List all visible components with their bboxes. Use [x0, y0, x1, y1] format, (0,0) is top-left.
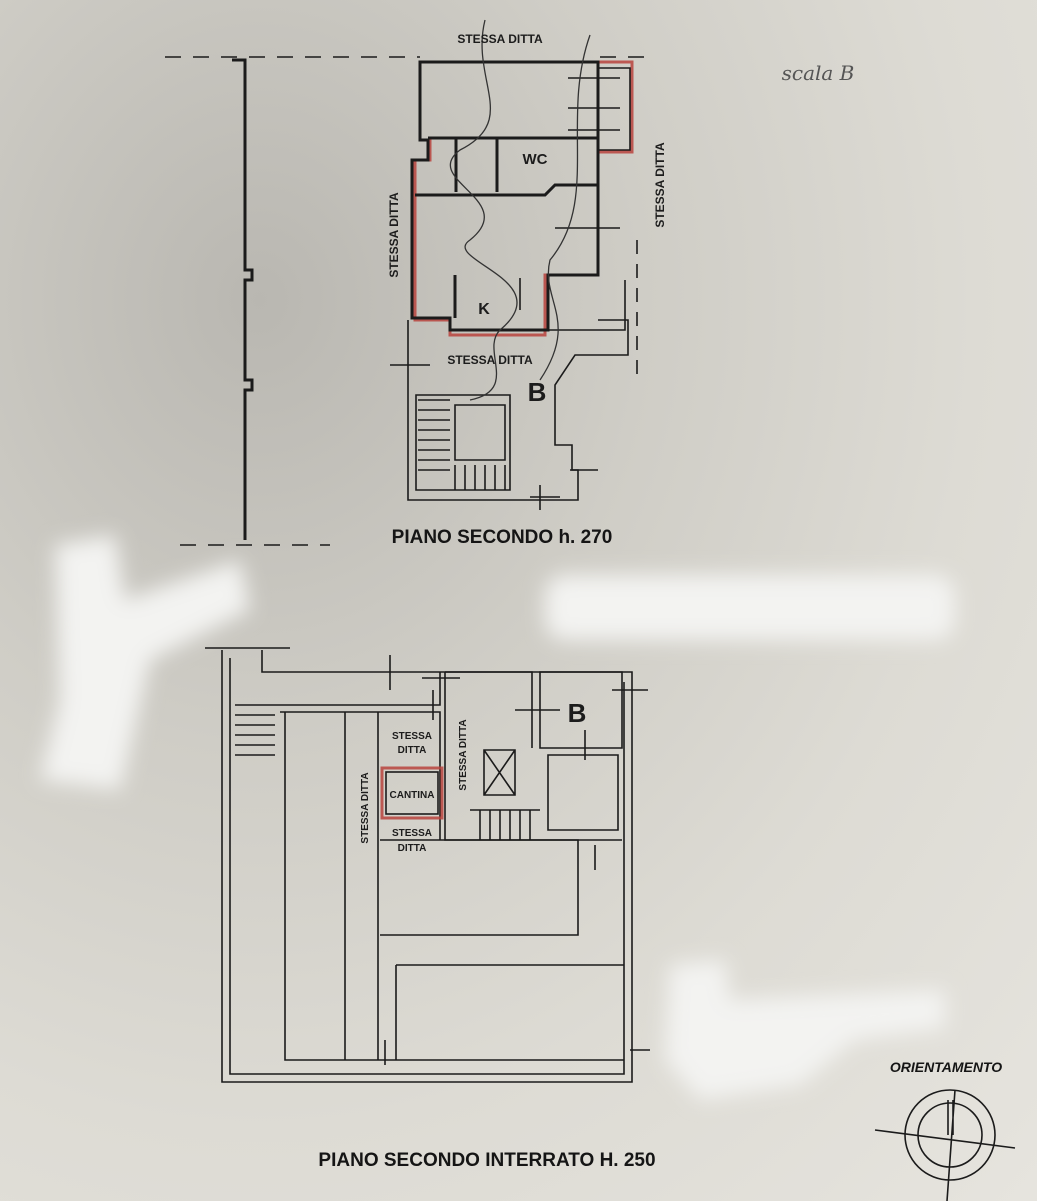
- balcony: [598, 67, 631, 151]
- redaction-blur: [40, 535, 955, 1100]
- cantina-outline: [380, 766, 444, 820]
- lower-floor-plan: STESSA DITTA CANTINA STESSA DITTA STESSA…: [205, 647, 656, 1171]
- room-label-wc: WC: [523, 151, 548, 168]
- label-stessa-above: STESSA: [392, 731, 432, 742]
- elevator-shaft: [483, 749, 516, 796]
- compass-north-arrow-icon: [874, 1089, 1016, 1201]
- tick-marks-lower: [384, 655, 650, 1065]
- label-stessa-ditta-bottom: STESSA DITTA: [447, 353, 533, 367]
- label-stessa-below: STESSA: [392, 828, 432, 839]
- stair-letter-b: B: [528, 377, 547, 407]
- label-stessa-ditta-left: STESSA DITTA: [387, 192, 401, 278]
- stair-steps: [418, 399, 506, 490]
- unit-outline: [413, 60, 634, 337]
- signature-scribble: [449, 19, 518, 401]
- unit-walls: [410, 60, 600, 332]
- core-walls: [444, 671, 623, 841]
- label-stessa-ditta-left-lower: STESSA DITTA: [360, 772, 371, 843]
- label-ditta-below: DITTA: [398, 843, 427, 854]
- signature-scribble-2: [539, 34, 591, 381]
- label-stessa-ditta-right-lower: STESSA DITTA: [458, 719, 469, 790]
- handwritten-note: scala B: [782, 61, 855, 85]
- stair-steps-lower: [235, 714, 540, 840]
- orientation-compass: ORIENTAMENTO: [874, 1059, 1016, 1201]
- label-ditta-above: DITTA: [398, 745, 427, 756]
- label-stessa-ditta-top: STESSA DITTA: [457, 32, 543, 46]
- unit-label-cantina: CANTINA: [390, 790, 435, 801]
- orientation-label: ORIENTAMENTO: [890, 1059, 1002, 1075]
- upper-plan-title: PIANO SECONDO h. 270: [392, 527, 613, 548]
- stairwell: [415, 394, 511, 491]
- adjacent-wall: [232, 58, 254, 540]
- outer-walls: [221, 650, 633, 1083]
- tick-marks: [390, 364, 598, 510]
- window-marks: [519, 77, 620, 310]
- room-label-k: K: [478, 301, 490, 318]
- interior-walls: [415, 136, 598, 318]
- compass-outer-ring: [904, 1089, 996, 1181]
- label-stessa-ditta-right: STESSA DITTA: [653, 142, 667, 228]
- cantina-walls: [385, 771, 439, 815]
- lower-plan-title: PIANO SECONDO INTERRATO H. 250: [318, 1150, 655, 1171]
- interior-walls-lower: [235, 672, 624, 1061]
- stair-letter-b-lower: B: [568, 698, 587, 728]
- stair-core-walls: [407, 280, 629, 501]
- upper-floor-plan: STESSA DITTA STESSA DITTA STESSA DITTA S…: [165, 19, 667, 548]
